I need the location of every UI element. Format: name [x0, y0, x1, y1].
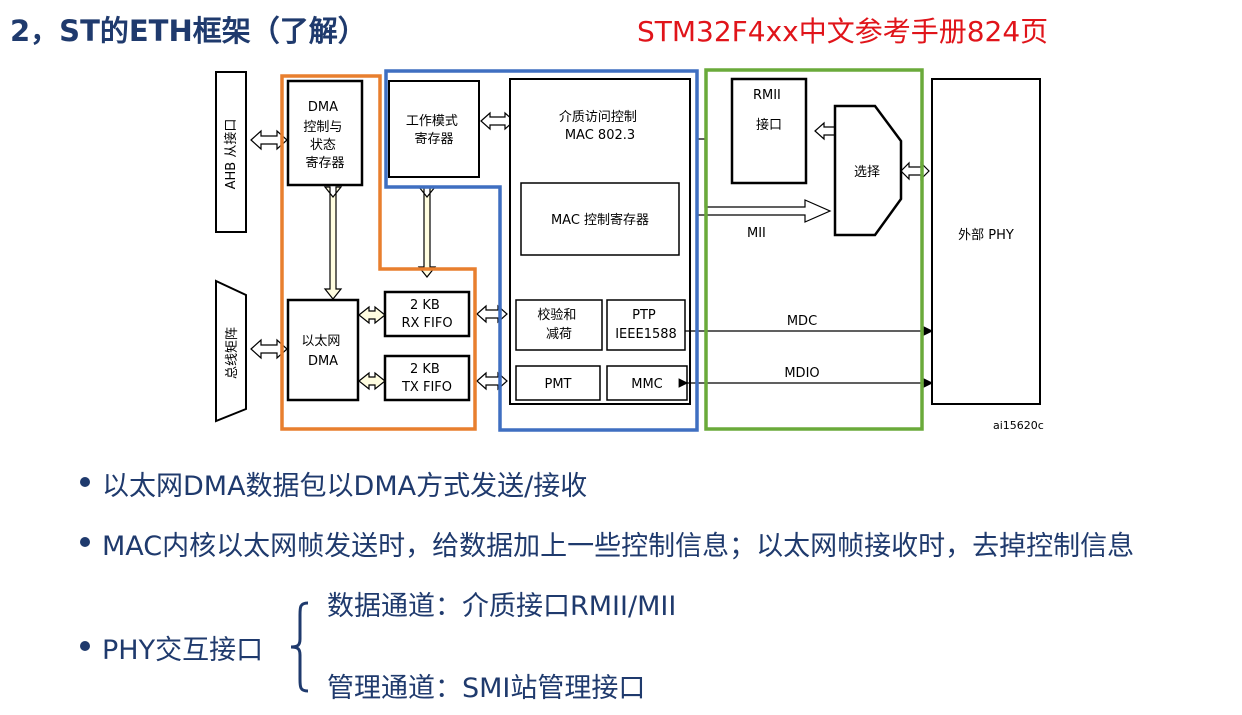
phy-interface-highlight-outline: [704, 68, 924, 431]
op-mode-line-2: 寄存器: [414, 131, 453, 147]
dma-control-block: [286, 79, 364, 187]
ptp-line-2: IEEE1588: [615, 327, 677, 342]
bullet-dma: 以太网DMA数据包以DMA方式发送/接收: [102, 471, 588, 502]
bullet-dot-2: [80, 537, 90, 547]
tx-fifo-line-2: TX FIFO: [401, 380, 452, 395]
bus-arrows: [250, 111, 930, 391]
external-phy-block: [931, 78, 1041, 405]
rx-fifo-block: [383, 290, 471, 338]
bullet-mac: MAC内核以太网帧发送时，给数据加上一些控制信息；以太网帧接收时，去掉控制信息: [102, 531, 1135, 562]
pmt-block: [515, 365, 601, 401]
op-mode-register-label: 工作模式 寄存器: [406, 114, 462, 147]
checksum-line-2: 减荷: [546, 327, 572, 342]
checksum-label: 校验和 减荷: [537, 307, 580, 342]
dma-highlight-outline: [280, 74, 477, 431]
dma-control-line-3: 状态: [310, 138, 336, 153]
manual-reference: STM32F4xx中文参考手册824页: [637, 15, 1049, 48]
eth-dma-block: [286, 298, 360, 402]
mac-control-register-label: MAC 控制寄存器: [551, 212, 649, 228]
ptp-block: [606, 299, 686, 351]
dma-control-line-2: 控制与: [303, 120, 342, 135]
rmii-line-2: 接口: [756, 117, 782, 133]
bullet-phy: PHY交互接口: [102, 635, 264, 666]
internal-arrows: [323, 186, 437, 391]
mdio-label: MDIO: [784, 366, 819, 381]
eth-dma-label: 以太网 DMA: [301, 334, 344, 369]
figure-id: ai15620c: [993, 419, 1044, 432]
rx-fifo-line-1: 2 KB: [410, 298, 440, 313]
dma-control-line-1: DMA: [308, 100, 338, 115]
select-label: 选择: [854, 165, 880, 180]
rx-fifo-line-2: RX FIFO: [401, 316, 452, 331]
rmii-line-1: RMII: [753, 88, 781, 103]
tx-fifo-label: 2 KB TX FIFO: [401, 362, 452, 395]
eth-dma-line-1: 以太网: [301, 334, 340, 349]
bus-matrix-label: 总线矩阵: [225, 327, 240, 379]
mac-line-1: 介质访问控制: [559, 110, 637, 125]
tx-fifo-line-1: 2 KB: [410, 362, 440, 377]
eth-architecture-diagram: AHB 从接口 总线矩阵 DMA 控制与 状态 寄存器 以太网 DMA 工作模式…: [207, 59, 1048, 438]
ahb-slave-block: AHB 从接口: [215, 71, 247, 233]
dma-control-line-4: 寄存器: [305, 155, 344, 171]
dma-control-label: DMA 控制与 状态 寄存器: [303, 100, 346, 171]
eth-dma-line-2: DMA: [308, 354, 338, 369]
mii-label: MII: [747, 226, 766, 241]
phy-management-channel: 管理通道：SMI站管理接口: [327, 673, 646, 704]
bus-matrix-block: 总线矩阵: [215, 279, 247, 423]
ptp-label: PTP IEEE1588: [615, 308, 677, 342]
checksum-block: [515, 299, 603, 351]
checksum-line-1: 校验和: [537, 307, 576, 323]
ahb-slave-label: AHB 从接口: [223, 119, 239, 190]
mac-label: 介质访问控制 MAC 802.3: [559, 110, 641, 143]
mdc-label: MDC: [787, 314, 817, 329]
external-phy-label: 外部 PHY: [958, 228, 1014, 243]
mmc-block: [606, 365, 688, 401]
mac-line-2: MAC 802.3: [565, 128, 635, 143]
mac-control-register-block: [520, 182, 680, 256]
tx-fifo-block: [383, 354, 471, 402]
op-mode-line-1: 工作模式: [406, 114, 458, 129]
bullet-dot-1: [80, 477, 90, 487]
rmii-label: RMII 接口: [753, 88, 785, 133]
slide-title: 2，ST的ETH框架（了解）: [10, 14, 367, 48]
ptp-line-1: PTP: [632, 308, 656, 323]
rmii-block: [730, 77, 808, 185]
select-block: [833, 104, 903, 237]
mac-highlight-outline: [384, 69, 699, 432]
mmc-label: MMC: [631, 377, 663, 392]
phy-brace: [290, 601, 309, 693]
rx-fifo-label: 2 KB RX FIFO: [401, 298, 452, 331]
pmt-label: PMT: [545, 377, 572, 392]
phy-data-channel: 数据通道：介质接口RMII/MII: [327, 591, 677, 622]
op-mode-register-block: [388, 80, 480, 178]
bullet-dot-3: [80, 641, 90, 651]
